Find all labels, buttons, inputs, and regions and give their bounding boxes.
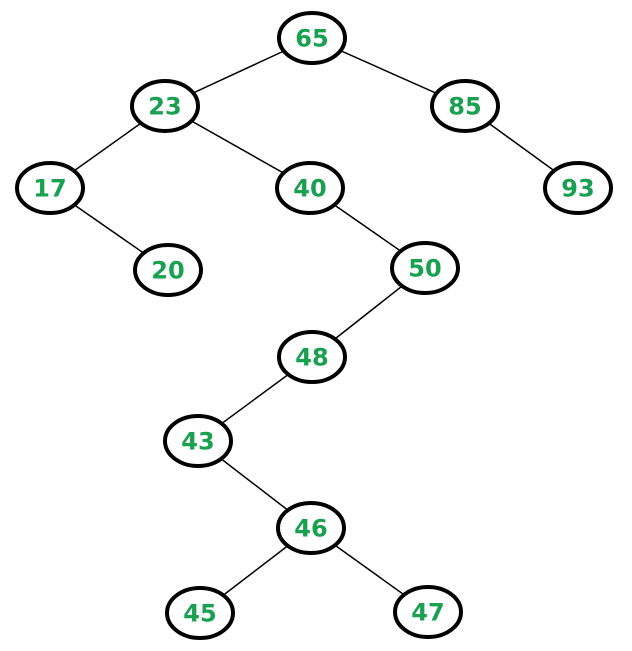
tree-node-40: 40 bbox=[275, 161, 345, 215]
tree-node-circle-48 bbox=[277, 330, 347, 384]
tree-node-value: 46 bbox=[294, 515, 327, 543]
tree-node-value: 65 bbox=[295, 25, 328, 53]
tree-node-circle-17 bbox=[15, 161, 85, 215]
tree-node-value: 17 bbox=[33, 175, 66, 203]
tree-node-93: 93 bbox=[543, 161, 613, 215]
tree-node-value: 48 bbox=[295, 344, 328, 372]
tree-node-45: 45 bbox=[165, 586, 235, 640]
tree-node-85: 85 bbox=[430, 79, 500, 133]
tree-node-circle-50 bbox=[390, 241, 460, 295]
tree-node-circle-47 bbox=[393, 585, 463, 639]
tree-node-value: 93 bbox=[561, 175, 594, 203]
tree-node-circle-40 bbox=[275, 161, 345, 215]
tree-node-65: 65 bbox=[277, 11, 347, 65]
tree-node-circle-93 bbox=[543, 161, 613, 215]
tree-node-value: 23 bbox=[148, 93, 181, 121]
tree-node-20: 20 bbox=[133, 243, 203, 297]
tree-node-46: 46 bbox=[276, 501, 346, 555]
tree-node-value: 40 bbox=[293, 175, 326, 203]
tree-node-circle-45 bbox=[165, 586, 235, 640]
tree-node-value: 47 bbox=[411, 599, 444, 627]
tree-node-value: 50 bbox=[408, 255, 441, 283]
tree-node-value: 20 bbox=[151, 257, 184, 285]
tree-node-48: 48 bbox=[277, 330, 347, 384]
tree-node-circle-85 bbox=[430, 79, 500, 133]
tree-node-circle-46 bbox=[276, 501, 346, 555]
tree-node-23: 23 bbox=[130, 79, 200, 133]
tree-node-17: 17 bbox=[15, 161, 85, 215]
tree-node-47: 47 bbox=[393, 585, 463, 639]
tree-node-circle-20 bbox=[133, 243, 203, 297]
tree-node-circle-23 bbox=[130, 79, 200, 133]
tree-node-value: 45 bbox=[183, 600, 216, 628]
tree-node-value: 85 bbox=[448, 93, 481, 121]
tree-node-43: 43 bbox=[163, 414, 233, 468]
tree-node-circle-65 bbox=[277, 11, 347, 65]
tree-node-value: 43 bbox=[181, 428, 214, 456]
tree-node-50: 50 bbox=[390, 241, 460, 295]
tree-node-circle-43 bbox=[163, 414, 233, 468]
